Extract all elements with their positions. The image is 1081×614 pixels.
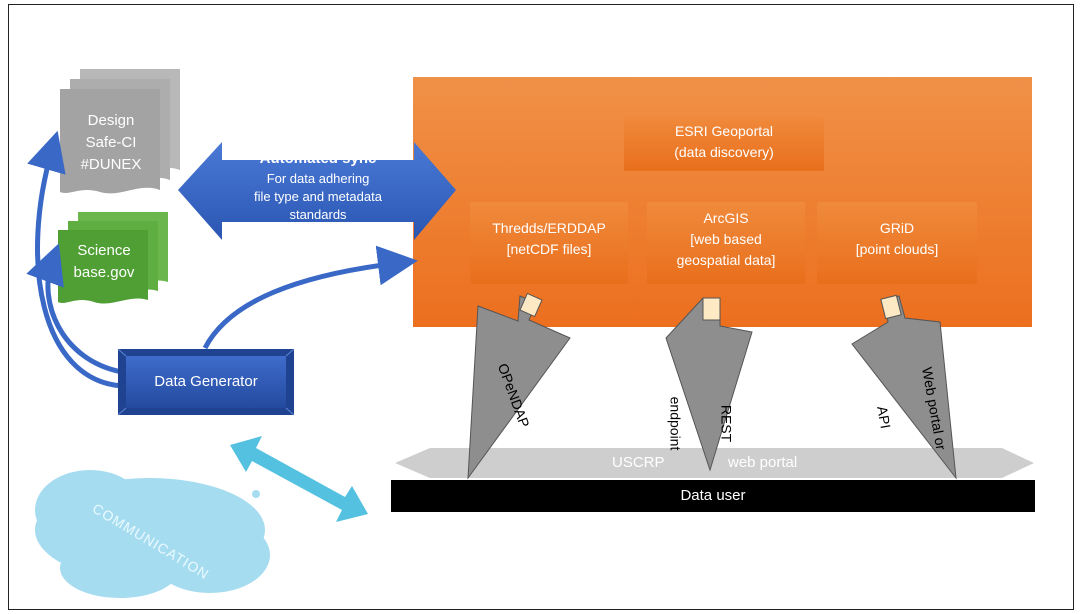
automated-sync-arrow [178, 142, 456, 240]
sciencebase-line2: base.gov [73, 264, 135, 281]
data-user-bar [391, 480, 1035, 512]
portal-webportal-label: web portal [728, 454, 798, 471]
grid-line2: [point clouds] [855, 241, 939, 257]
thredds-line1: Thredds/ERDDAP [492, 220, 606, 236]
automated-sync-label: Automated sync For data adhering file ty… [222, 148, 414, 224]
sync-title: Automated sync [259, 150, 377, 167]
web-portal-band [395, 448, 1034, 478]
arcgis-line2: [web based [690, 231, 762, 247]
grid-box: GRiD [point clouds] [817, 202, 977, 284]
portal-uscrp-label: USCRP [612, 454, 665, 471]
webportal-line1: Web portal or [919, 365, 950, 452]
geoportal-box: ESRI Geoportal (data discovery) [624, 116, 824, 171]
arcgis-box: ArcGIS [web based geospatial data] [647, 202, 805, 284]
arcgis-line3: geospatial data] [676, 252, 776, 268]
arcgis-line1: ArcGIS [703, 210, 749, 226]
data-generator-label: Data Generator [154, 373, 258, 390]
generator-to-panel-arrow [202, 245, 418, 350]
designsafe-label: Design Safe-CI #DUNEX [62, 110, 160, 176]
generator-to-designsafe-arrow [27, 130, 123, 389]
sciencebase-label: Science base.gov [60, 240, 148, 284]
generator-to-sciencebase-arrow [26, 243, 123, 375]
designsafe-line2: Safe-CI [85, 134, 137, 151]
webportal-line2: API [874, 404, 894, 430]
geoportal-line2: (data discovery) [674, 144, 774, 160]
data-generator-box [117, 348, 295, 416]
communication-cloud [35, 470, 270, 598]
thredds-line2: [netCDF files] [506, 241, 592, 257]
rest-line2: endpoint [667, 396, 684, 451]
thredds-erddap-box: Thredds/ERDDAP [netCDF files] [470, 202, 628, 284]
figure-frame [8, 4, 1074, 610]
designsafe-line1: Design [87, 112, 135, 129]
webportal-spike [851, 295, 957, 480]
data-user-label: Data user [680, 487, 746, 504]
sync-line2: file type and metadata [254, 189, 382, 204]
communication-arrow [230, 436, 368, 522]
grid-line1: GRiD [879, 220, 915, 236]
webportal-api-label: Web portal or API [849, 347, 985, 476]
webportal-connector [880, 294, 902, 320]
sync-line3: standards [289, 207, 347, 222]
sciencebase-doc-stack [58, 212, 168, 304]
designsafe-line3: #DUNEX [80, 156, 142, 173]
geoportal-line1: ESRI Geoportal [674, 123, 774, 139]
designsafe-doc-stack [60, 69, 180, 194]
sciencebase-line1: Science [77, 242, 131, 259]
rest-connector [702, 297, 721, 321]
opendap-connector [519, 292, 543, 318]
sync-line1: For data adhering [266, 171, 370, 186]
